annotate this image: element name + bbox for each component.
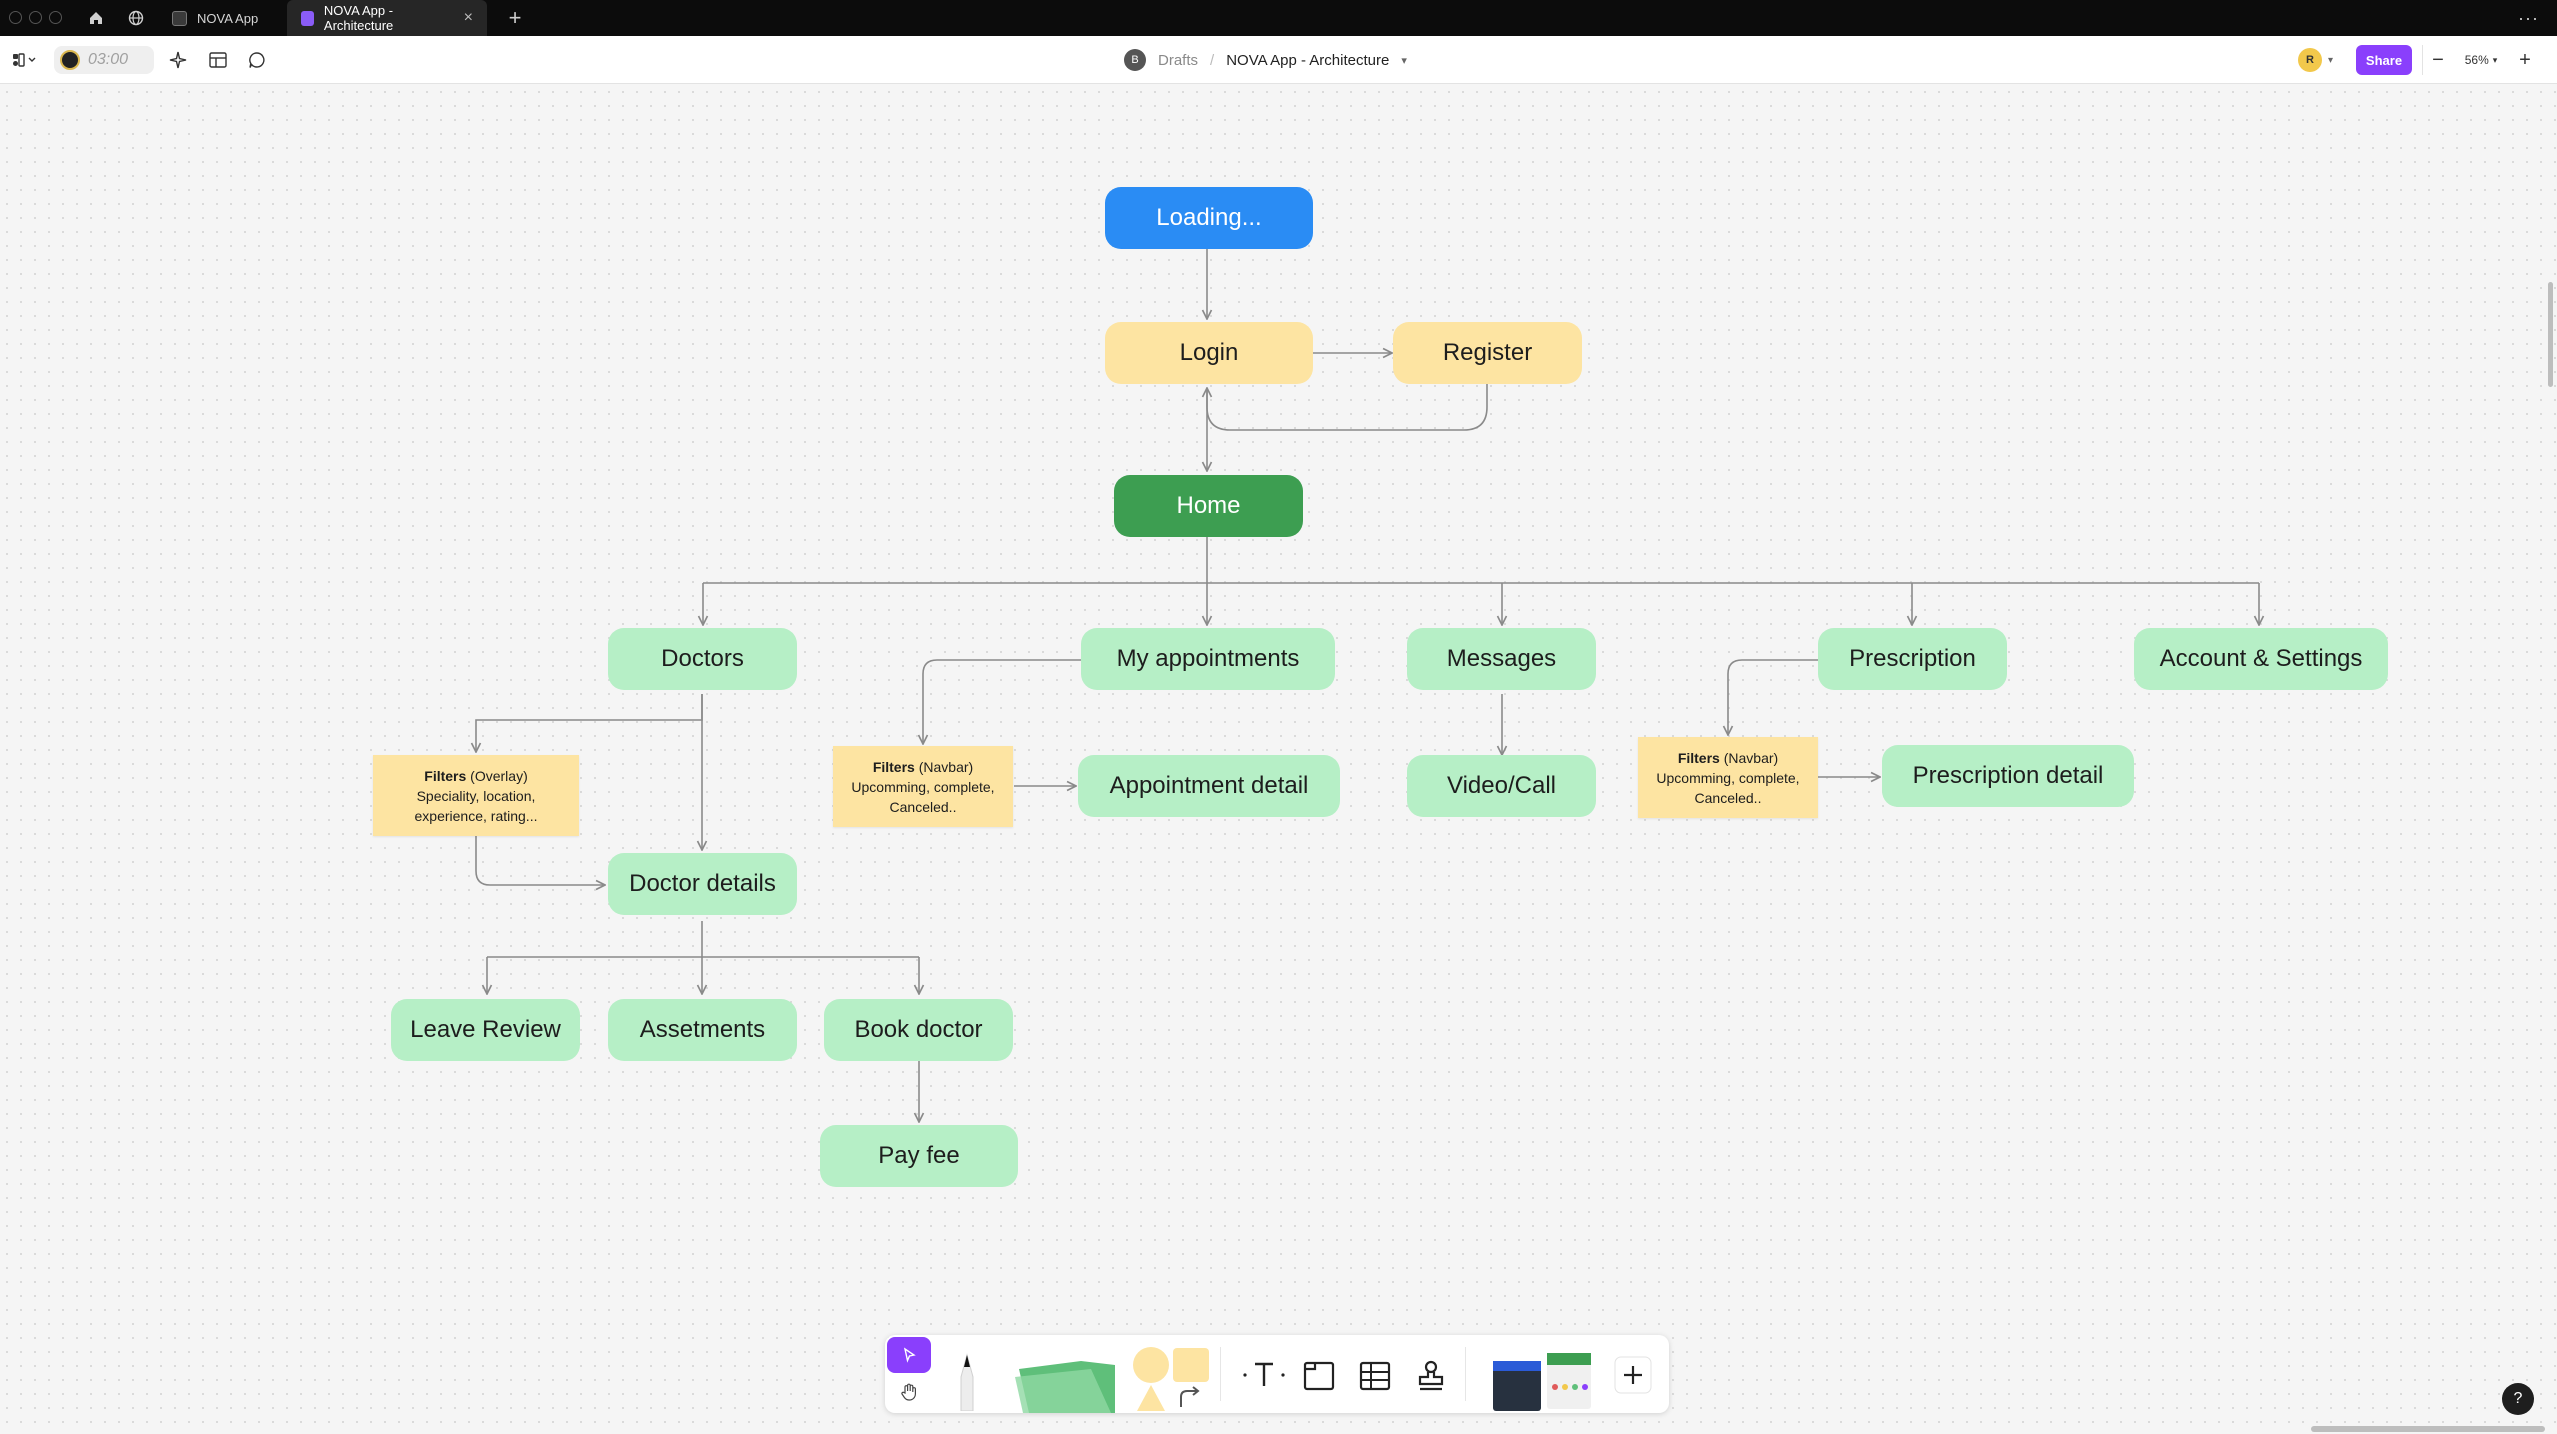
timer-button[interactable]: 03:00 xyxy=(54,46,154,74)
tab-label: NOVA App xyxy=(197,10,259,26)
text-tool-icon[interactable] xyxy=(1241,1355,1287,1395)
dock-divider xyxy=(1220,1347,1221,1401)
note-heading: Filters (Navbar) xyxy=(1677,749,1779,766)
note-line: Speciality, location, xyxy=(416,787,536,804)
node-loading[interactable]: Loading... xyxy=(1105,187,1313,249)
file-title[interactable]: NOVA App - Architecture xyxy=(1226,51,1390,69)
hand-tool-button[interactable] xyxy=(887,1375,931,1409)
select-tool-button[interactable] xyxy=(887,1337,931,1373)
note-line: Upcomming, complete, xyxy=(1656,769,1800,786)
timer-icon xyxy=(60,50,80,70)
node-account-settings[interactable]: Account & Settings xyxy=(2134,628,2388,690)
note-line: Canceled.. xyxy=(889,798,957,815)
app-toolbar: 03:00 B Drafts / NOVA App - Architecture… xyxy=(0,36,2557,84)
node-video-call[interactable]: Video/Call xyxy=(1407,755,1596,817)
board-icon xyxy=(301,10,314,26)
more-options-icon[interactable]: ··· xyxy=(2518,7,2539,28)
templates-widget-icon[interactable] xyxy=(1489,1347,1599,1411)
close-window-button[interactable] xyxy=(9,11,22,24)
new-tab-button[interactable]: + xyxy=(508,5,522,30)
browser-tab-bar: NOVA App NOVA App - Architecture × + ··· xyxy=(0,0,2557,36)
help-button[interactable]: ? xyxy=(2502,1383,2534,1415)
node-messages[interactable]: Messages xyxy=(1407,628,1596,690)
globe-icon[interactable] xyxy=(116,4,156,32)
node-my-appointments[interactable]: My appointments xyxy=(1081,628,1335,690)
node-prescription-detail[interactable]: Prescription detail xyxy=(1882,745,2134,807)
tab-label: NOVA App - Architecture xyxy=(323,3,394,33)
more-tools-button[interactable] xyxy=(1613,1355,1653,1395)
node-home[interactable]: Home xyxy=(1114,475,1303,537)
main-menu-button[interactable] xyxy=(8,46,42,74)
sticky-note-tool-icon[interactable] xyxy=(1011,1349,1115,1413)
note-heading: Filters (Navbar) xyxy=(872,758,974,775)
node-doctor-details[interactable]: Doctor details xyxy=(608,853,797,915)
comment-icon[interactable] xyxy=(243,46,271,74)
home-icon[interactable] xyxy=(76,4,116,32)
dock-divider xyxy=(1465,1347,1466,1401)
node-leave-review[interactable]: Leave Review xyxy=(391,999,580,1061)
whiteboard-canvas[interactable]: Loading... Login Register Home Doctors M… xyxy=(0,85,2557,1434)
creation-toolbar xyxy=(885,1335,1669,1413)
horizontal-scrollbar[interactable] xyxy=(2311,1426,2545,1432)
node-pay-fee[interactable]: Pay fee xyxy=(820,1125,1018,1187)
node-login[interactable]: Login xyxy=(1105,322,1313,384)
pen-tool-icon[interactable] xyxy=(945,1347,989,1411)
note-line: Upcomming, complete, xyxy=(851,778,995,795)
node-prescription[interactable]: Prescription xyxy=(1818,628,2007,690)
section-tool-icon[interactable] xyxy=(1299,1355,1339,1395)
note-line: Canceled.. xyxy=(1694,789,1762,806)
shape-tool-icon[interactable] xyxy=(1131,1345,1211,1411)
vertical-scrollbar[interactable] xyxy=(2548,282,2553,387)
breadcrumb: B Drafts / NOVA App - Architecture ▾ xyxy=(1124,46,1407,74)
close-tab-icon[interactable]: × xyxy=(463,9,473,26)
zoom-level-select[interactable]: 56% ▾ xyxy=(2453,53,2509,67)
node-book-doctor[interactable]: Book doctor xyxy=(824,999,1013,1061)
file-icon xyxy=(172,10,187,26)
node-appointment-detail[interactable]: Appointment detail xyxy=(1078,755,1340,817)
user-menu[interactable]: R ▾ xyxy=(2298,46,2333,74)
note-appointment-filters[interactable]: Filters (Navbar) Upcomming, complete, Ca… xyxy=(833,746,1013,827)
table-tool-icon[interactable] xyxy=(1355,1355,1395,1395)
node-assetments[interactable]: Assetments xyxy=(608,999,797,1061)
tab-nova-app[interactable]: NOVA App xyxy=(158,0,282,36)
zoom-controls: − 56% ▾ + xyxy=(2422,45,2548,75)
breadcrumb-separator: / xyxy=(1210,51,1215,69)
share-button[interactable]: Share xyxy=(2356,45,2412,75)
node-register[interactable]: Register xyxy=(1393,322,1582,384)
stamp-tool-icon[interactable] xyxy=(1411,1355,1451,1395)
connector-lines xyxy=(0,249,2557,1434)
maximize-window-button[interactable] xyxy=(49,11,62,24)
breadcrumb-drafts-link[interactable]: Drafts xyxy=(1158,51,1199,69)
chevron-down-icon: ▾ xyxy=(2328,54,2334,66)
tab-nova-app-architecture[interactable]: NOVA App - Architecture × xyxy=(287,0,487,36)
chevron-down-icon: ▾ xyxy=(2492,54,2498,65)
note-prescription-filters[interactable]: Filters (Navbar) Upcomming, complete, Ca… xyxy=(1638,737,1818,818)
node-doctors[interactable]: Doctors xyxy=(608,628,797,690)
layout-icon[interactable] xyxy=(204,46,232,74)
zoom-level-value: 56% xyxy=(2464,53,2489,67)
timer-value: 03:00 xyxy=(88,51,129,68)
zoom-out-button[interactable]: − xyxy=(2432,48,2444,71)
note-doctor-filters[interactable]: Filters (Overlay) Speciality, location, … xyxy=(373,755,579,836)
note-heading: Filters (Overlay) xyxy=(424,767,528,784)
team-avatar[interactable]: B xyxy=(1124,49,1146,71)
ai-sparkle-icon[interactable] xyxy=(164,46,192,74)
zoom-in-button[interactable]: + xyxy=(2519,48,2531,71)
user-avatar: R xyxy=(2298,48,2322,72)
note-line: experience, rating... xyxy=(414,807,538,824)
minimize-window-button[interactable] xyxy=(29,11,42,24)
chevron-down-icon[interactable]: ▾ xyxy=(1401,54,1407,67)
